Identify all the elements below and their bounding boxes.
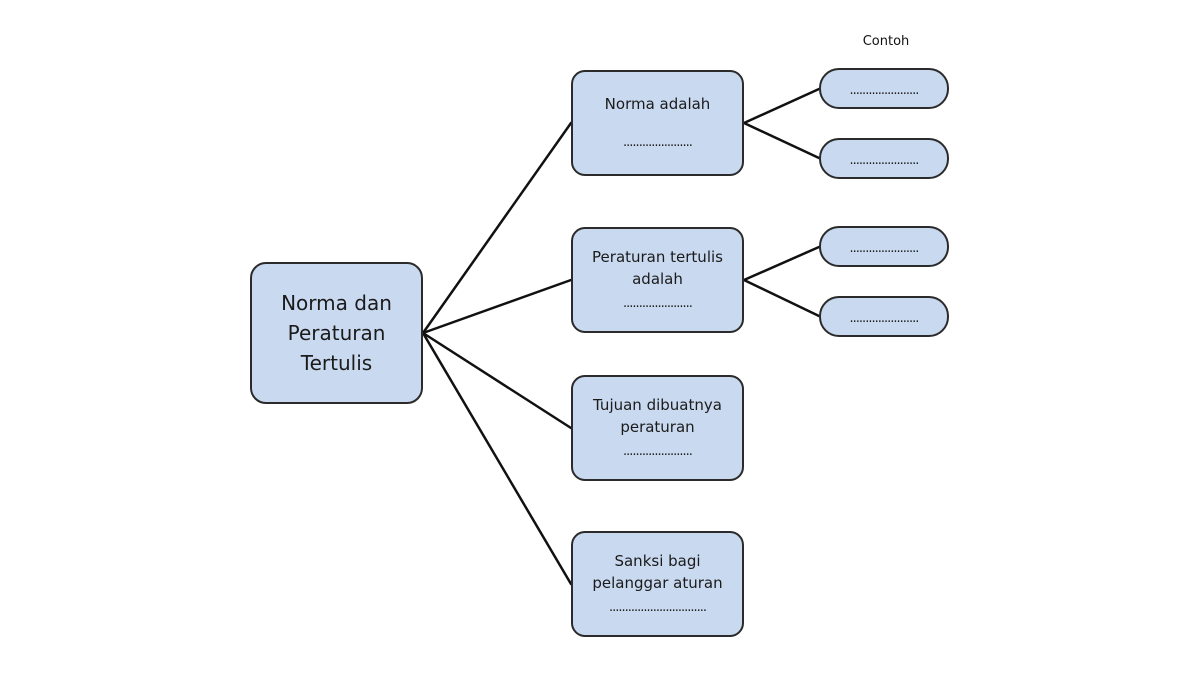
connector-root-topic-3 xyxy=(421,331,573,430)
examples-column-header: Contoh xyxy=(862,34,910,49)
example-pill-topic-1-b: ...................... xyxy=(819,138,949,179)
topic-3-label-line-2: peraturan xyxy=(620,418,695,436)
root-node-line-3: Tertulis xyxy=(300,351,373,375)
topic-node-sanksi-bagi-pelanggar-aturan: Sanksi bagi pelanggar aturan ...........… xyxy=(571,531,744,637)
topic-4-answer-blank: ............................... xyxy=(608,600,707,615)
connector-root-topic-1 xyxy=(421,121,573,335)
topic-node-tujuan-dibuatnya-peraturan: Tujuan dibuatnya peraturan .............… xyxy=(571,375,744,481)
connector-root-topic-2 xyxy=(421,278,573,335)
root-node-line-2: Peraturan xyxy=(287,321,386,345)
topic-node-norma-adalah: Norma adalah ...................... xyxy=(571,70,744,176)
topic-3-label-line-1: Tujuan dibuatnya xyxy=(593,396,722,414)
example-pill-topic-2-b: ...................... xyxy=(819,296,949,337)
example-pill-topic-2-a: ...................... xyxy=(819,226,949,267)
topic-4-label-line-1: Sanksi bagi xyxy=(614,552,701,570)
topic-3-answer-blank: ...................... xyxy=(623,444,693,459)
topic-1-answer-blank: ...................... xyxy=(623,135,693,150)
topic-4-label-line-2: pelanggar aturan xyxy=(592,574,723,592)
example-pill-topic-1-a: ...................... xyxy=(819,68,949,109)
root-node-norma-dan-peraturan-tertulis: Norma dan Peraturan Tertulis xyxy=(250,262,423,404)
example-pill-topic-1-a-blank: ...................... xyxy=(849,82,920,98)
example-pill-topic-2-a-blank: ...................... xyxy=(849,240,920,256)
example-pill-topic-2-b-blank: ...................... xyxy=(849,310,920,326)
connector-root-topic-4 xyxy=(421,331,573,586)
topic-node-peraturan-tertulis-adalah: Peraturan tertulis adalah ..............… xyxy=(571,227,744,333)
connector-topic-1-example-2 xyxy=(742,121,821,160)
topic-2-answer-blank: ...................... xyxy=(623,296,693,311)
connector-topic-2-example-1 xyxy=(742,245,821,282)
topic-1-label: Norma adalah xyxy=(604,95,711,113)
topic-2-label-line-2: adalah xyxy=(632,270,683,288)
example-pill-topic-1-b-blank: ...................... xyxy=(849,152,920,168)
root-node-line-1: Norma dan xyxy=(281,291,392,315)
connector-topic-2-example-2 xyxy=(742,278,821,318)
topic-2-label-line-1: Peraturan tertulis xyxy=(592,248,723,266)
connector-topic-1-example-1 xyxy=(742,87,821,125)
